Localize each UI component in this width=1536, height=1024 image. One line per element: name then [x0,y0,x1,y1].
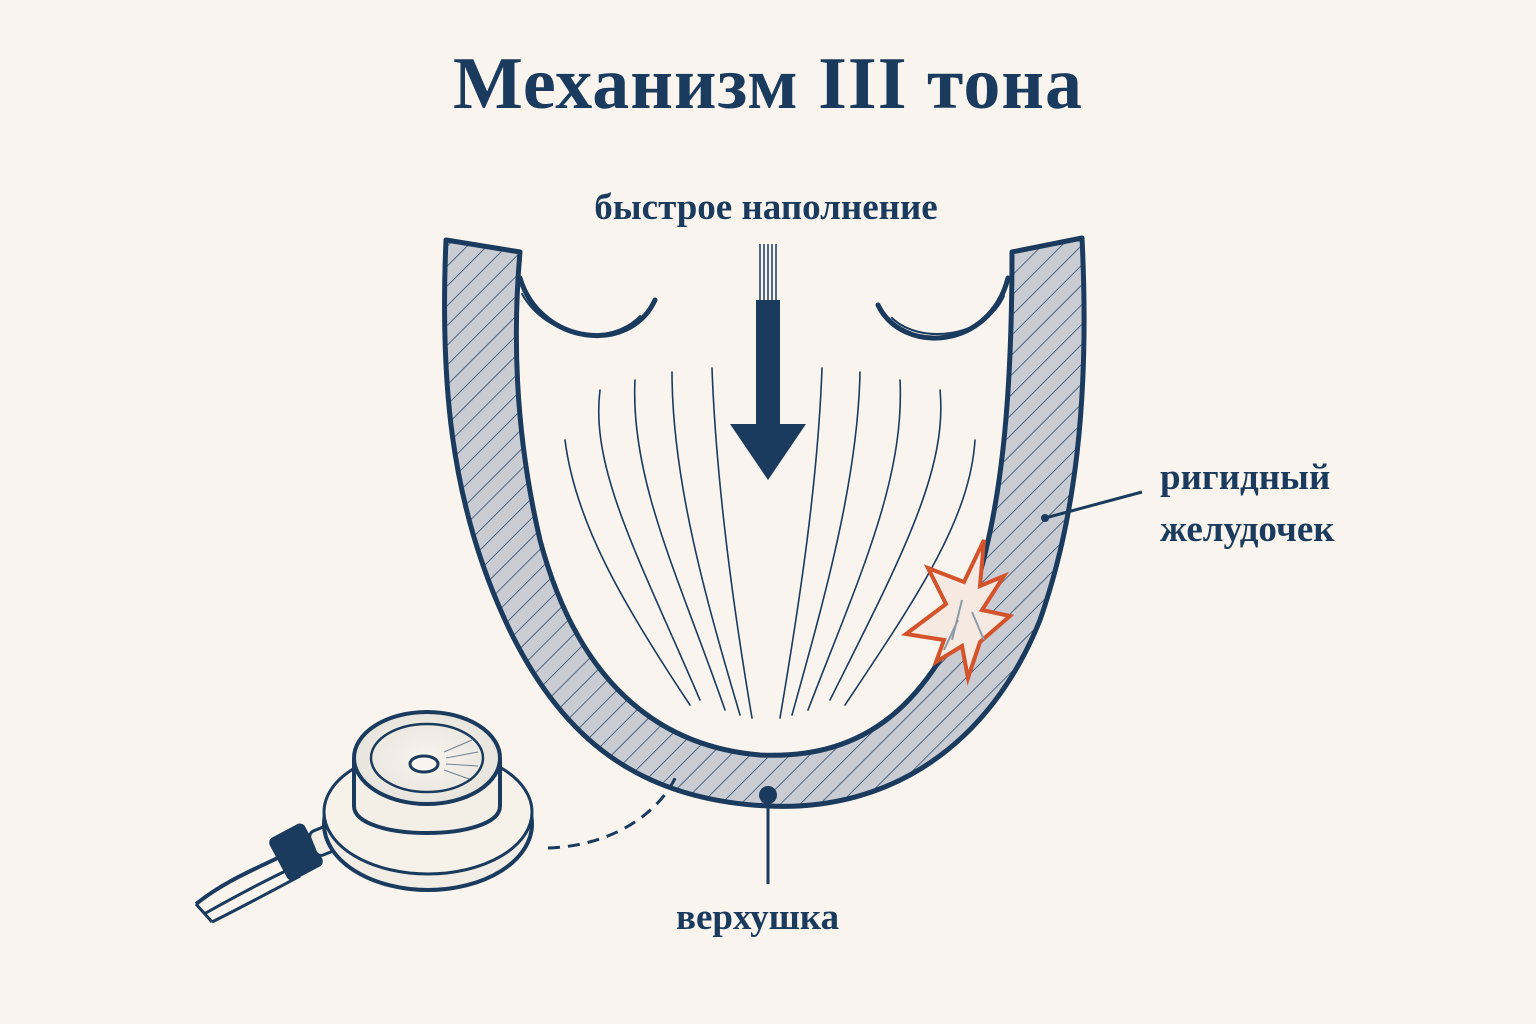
blood-flow-lines [564,367,976,719]
ventricle-wall [441,235,1087,809]
rigid-ventricle-label: ригидный желудочек [1160,452,1335,556]
right-valve-leaflet [875,275,1011,341]
rigid-ventricle-line1: ригидный [1160,457,1331,498]
impact-burst-icon [901,539,1015,686]
page-title: Механизм III тона [452,43,1084,125]
rigid-ventricle-leader [1044,490,1143,520]
left-valve-leaflet [517,275,658,338]
apex-marker [759,786,777,804]
left-valve-leaflet-inner [521,293,641,336]
apex-label: верхушка [676,897,840,938]
stethoscope-icon [194,710,534,924]
rigid-ventricle-line2: желудочек [1160,509,1335,550]
rigid-ventricle-leader-dot [1041,514,1049,522]
right-valve-leaflet-inner [891,295,1005,336]
arrow-down-icon [730,244,806,480]
rapid-filling-label: быстрое наполнение [0,186,1536,229]
rapid-filling-text: быстрое наполнение [594,187,938,228]
sound-path-dashed [547,771,680,850]
